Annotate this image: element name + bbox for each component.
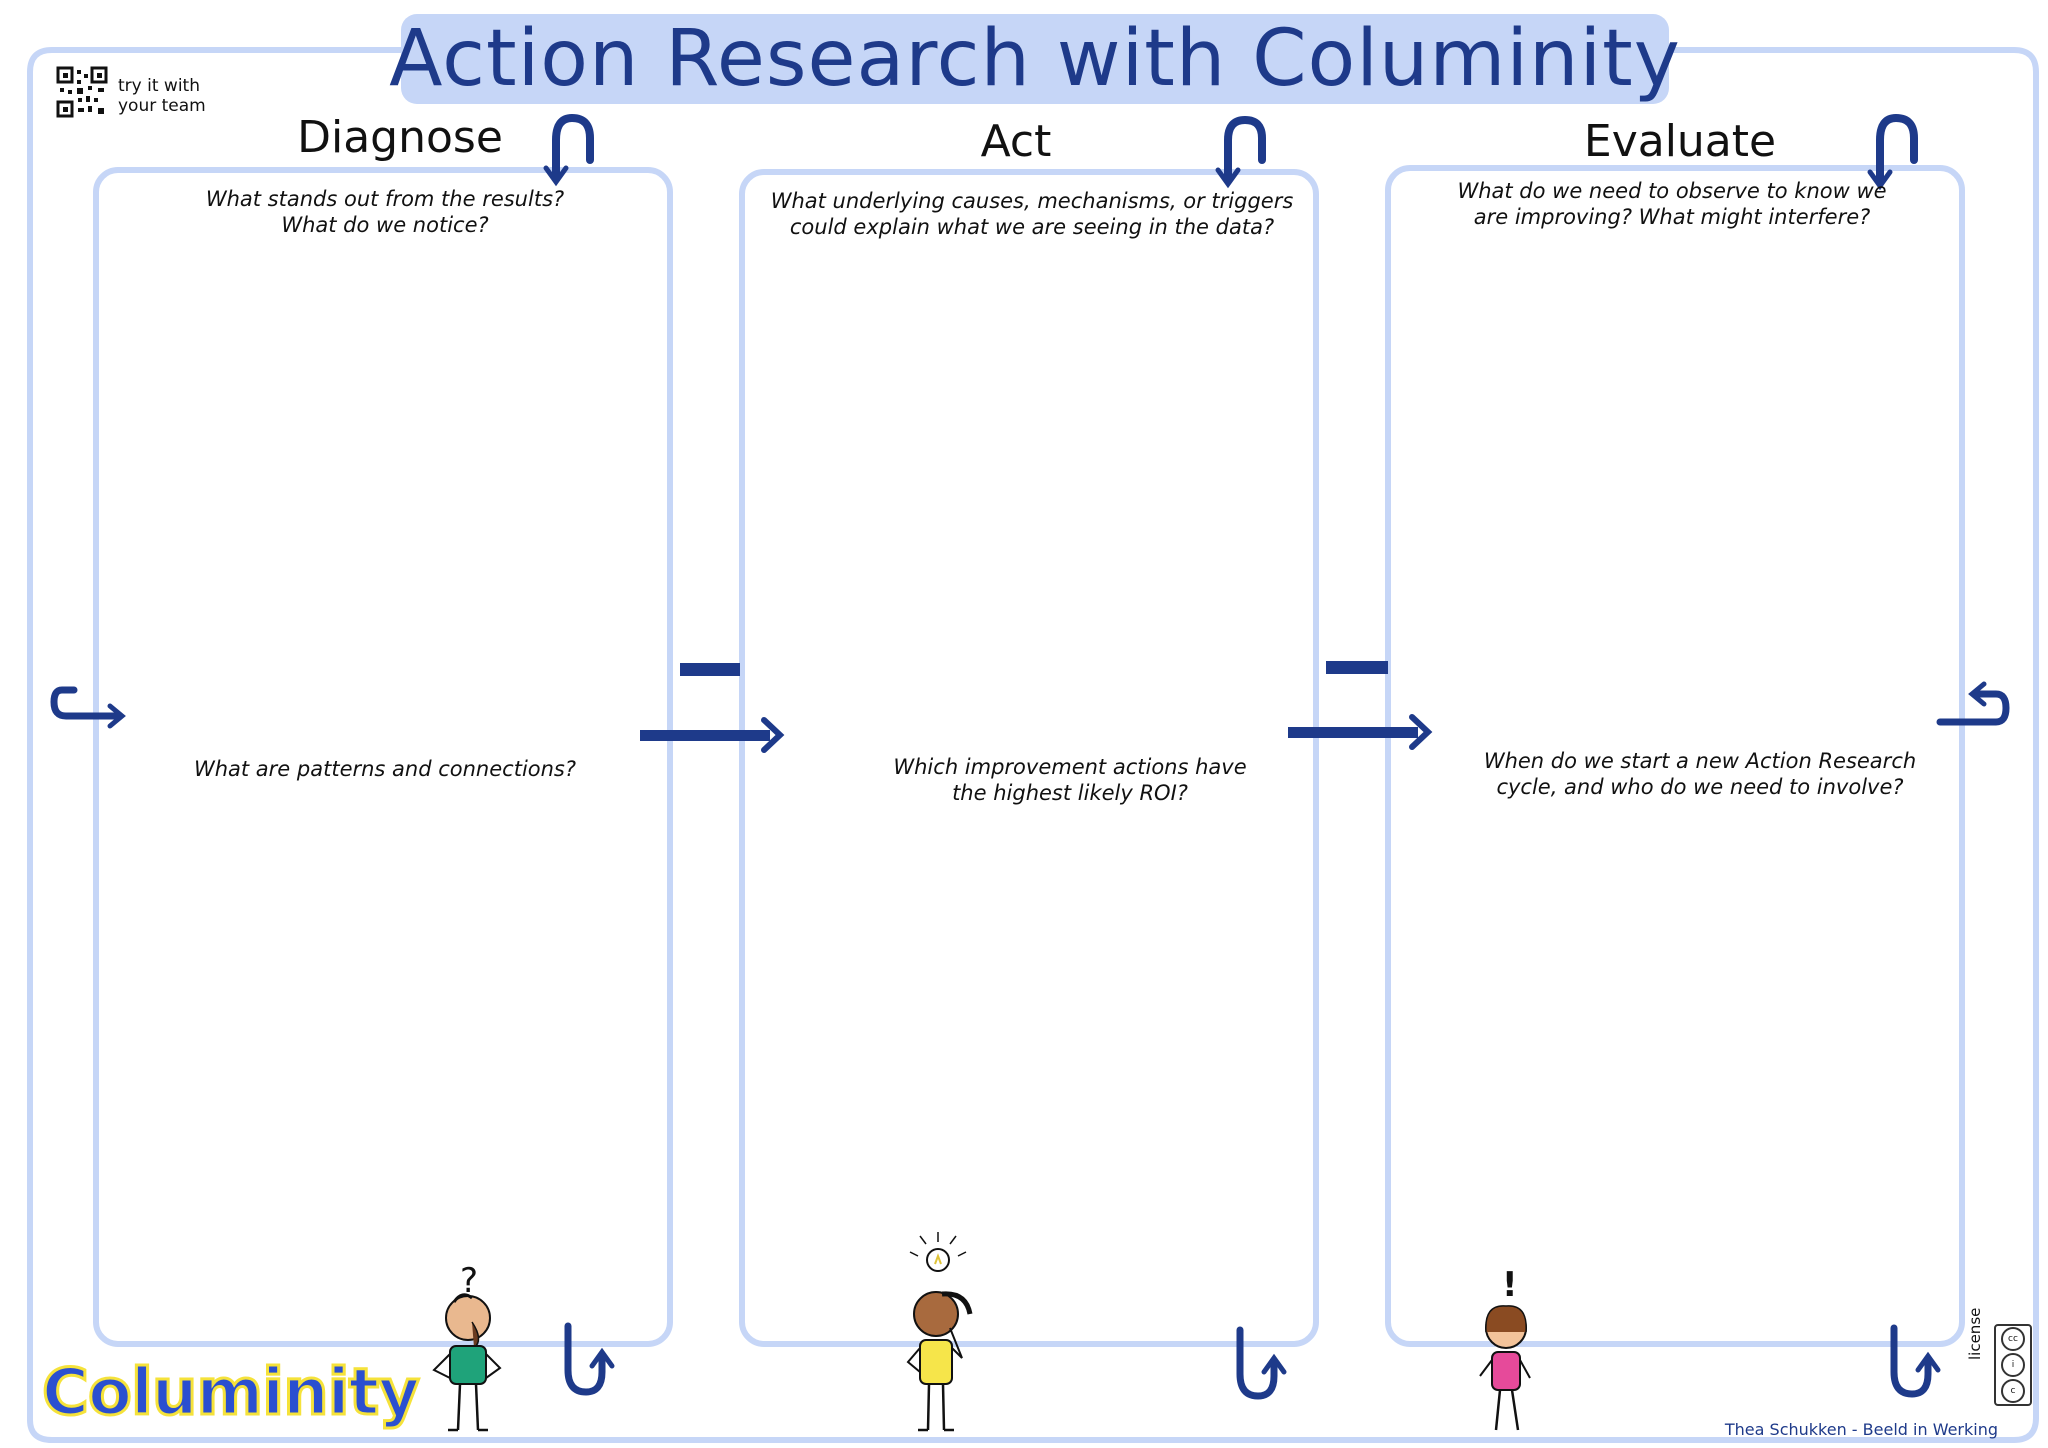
surprised-person-figure <box>1479 1305 1531 1431</box>
question-line: What do we notice? <box>281 213 489 237</box>
right-arrow-icon <box>1288 661 1433 750</box>
outer-frame <box>27 47 2039 1443</box>
license-label: license <box>1966 1307 1984 1360</box>
act-question-mid: Which improvement actions have the highe… <box>800 754 1340 806</box>
curved-arrow-icon <box>50 686 126 729</box>
act-box[interactable] <box>739 169 1319 1347</box>
title-banner: Action Research with Columinity <box>389 14 1680 104</box>
question-line: What are patterns and connections? <box>193 757 577 781</box>
curved-arrow-icon <box>1236 1326 1287 1400</box>
lightbulb-icon <box>909 1232 967 1272</box>
diagnose-heading: Diagnose <box>297 112 503 163</box>
credit: Thea Schukken - Beeld in Werking <box>1724 1420 1998 1439</box>
question-line: cycle, and who do we need to involve? <box>1496 775 1904 799</box>
cc-icon: cc <box>2001 1327 2025 1351</box>
question-line: What stands out from the results? <box>205 187 565 211</box>
question-line: could explain what we are seeing in the … <box>789 215 1275 239</box>
cc-license-icon[interactable]: cc i c <box>1994 1324 2032 1406</box>
qr-caption-line1: try it with <box>118 76 200 96</box>
sa-icon: c <box>2001 1379 2025 1403</box>
question-line: are improving? What might interfere? <box>1473 205 1871 229</box>
diagnose-question-mid: What are patterns and connections? <box>140 756 630 782</box>
qr-caption-line2: your team <box>118 96 206 116</box>
thinking-person-figure <box>432 1293 502 1432</box>
curved-arrow-icon <box>1867 113 1918 191</box>
page-title: Action Research with Columinity <box>389 14 1681 104</box>
act-question-top: What underlying causes, mechanisms, or t… <box>762 188 1302 240</box>
curved-arrow-icon <box>1890 1324 1941 1398</box>
question-line: What underlying causes, mechanisms, or t… <box>770 189 1294 213</box>
diagnose-question-top: What stands out from the results? What d… <box>140 186 630 238</box>
idea-person-figure <box>906 1291 973 1432</box>
question-mark: ? <box>460 1261 478 1301</box>
diagnose-box[interactable] <box>93 167 673 1347</box>
qr-caption: try it with your team <box>118 76 238 116</box>
right-arrow-icon <box>640 663 785 753</box>
evaluate-box[interactable] <box>1385 165 1965 1347</box>
evaluate-question-mid: When do we start a new Action Research c… <box>1440 748 1960 800</box>
question-line: Which improvement actions have <box>893 755 1247 779</box>
question-line: When do we start a new Action Research <box>1483 749 1917 773</box>
curved-arrow-icon <box>1215 115 1266 189</box>
by-icon: i <box>2001 1353 2025 1377</box>
qr-code-icon[interactable] <box>56 66 108 118</box>
question-line: the highest likely ROI? <box>952 781 1188 805</box>
curved-arrow-icon <box>543 113 594 187</box>
columinity-logo: Columinity <box>41 1356 422 1430</box>
act-heading: Act <box>980 116 1052 167</box>
exclamation-mark: ! <box>1502 1265 1518 1305</box>
question-line: What do we need to observe to know we <box>1457 179 1887 203</box>
evaluate-heading: Evaluate <box>1583 116 1777 167</box>
evaluate-question-top: What do we need to observe to know we ar… <box>1412 178 1932 230</box>
curved-arrow-icon <box>564 1322 615 1396</box>
curved-arrow-icon <box>1936 681 2010 726</box>
